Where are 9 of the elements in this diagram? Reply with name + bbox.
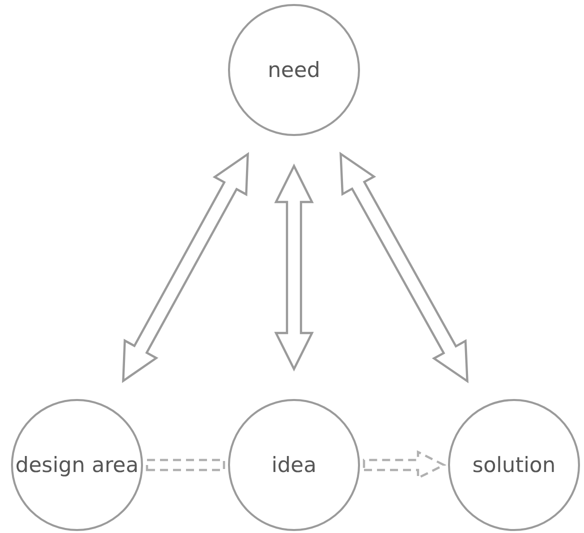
node-label: idea (272, 452, 316, 478)
hollow-arrow (122, 152, 249, 384)
hollow-arrow (362, 450, 446, 480)
hollow-arrow (340, 152, 468, 384)
hollow-arrow (274, 164, 314, 372)
node-label: need (268, 58, 320, 82)
dashed-connector (146, 458, 226, 472)
node-label: solution (472, 452, 556, 478)
node-label: design area (15, 452, 139, 478)
